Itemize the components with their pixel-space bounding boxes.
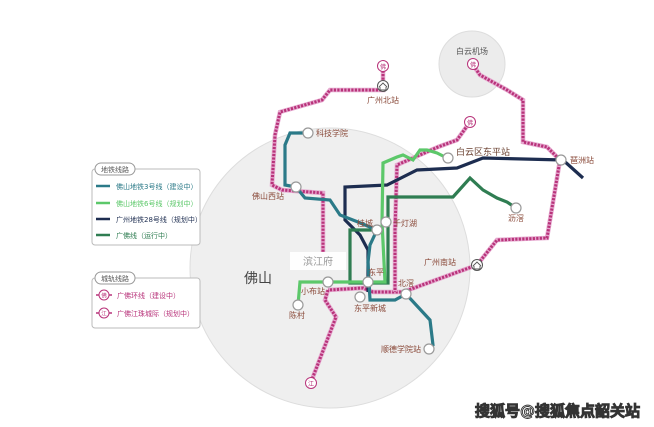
station-label: 白云区东平站 bbox=[456, 146, 510, 158]
line-3 bbox=[283, 131, 435, 351]
fo-icon: 佛 bbox=[467, 58, 479, 70]
svg-text:城轨线路: 城轨线路 bbox=[101, 274, 129, 283]
svg-text:佛: 佛 bbox=[470, 61, 476, 69]
svg-text:佛: 佛 bbox=[380, 63, 386, 71]
station-label: 东平新城 bbox=[354, 303, 386, 313]
line-28 bbox=[343, 156, 585, 292]
railway-station-icon bbox=[377, 80, 389, 92]
watermark: 搜狐号@搜狐焦点韶关站 bbox=[475, 402, 640, 420]
guangfo-jiangzhu-line bbox=[308, 289, 339, 383]
svg-text:地铁线路: 地铁线路 bbox=[101, 165, 129, 174]
fo-icon: 佛 bbox=[464, 116, 476, 128]
station-label: 佛山西站 bbox=[252, 191, 284, 201]
jiang-icon: 江 bbox=[305, 377, 317, 389]
legend-item: 广佛江珠城际（规划中） bbox=[117, 309, 194, 318]
legend-item: 广佛线（运行中） bbox=[116, 231, 172, 240]
station-label: 沥滘 bbox=[508, 214, 524, 223]
stations bbox=[290, 127, 567, 355]
project-logo-box bbox=[290, 252, 346, 270]
fo-icon: 佛 bbox=[377, 60, 389, 72]
railway-station-icon bbox=[471, 259, 483, 271]
station-label: 广州南站 bbox=[424, 257, 456, 267]
project-logo: 滨江府 bbox=[303, 255, 333, 268]
svg-text:江: 江 bbox=[308, 381, 314, 388]
station-label: 小布站 bbox=[301, 286, 325, 296]
legend-item: 广佛环线（建设中） bbox=[117, 291, 180, 300]
svg-text:佛: 佛 bbox=[101, 292, 107, 300]
svg-text:江: 江 bbox=[101, 311, 107, 318]
station-label: 琶洲站 bbox=[570, 155, 594, 165]
station-label: 东平 bbox=[368, 267, 384, 277]
station-label: 广州北站 bbox=[367, 95, 399, 105]
station-label: 顺德学院站 bbox=[381, 344, 421, 354]
legend-item: 佛山地铁6号线（规划中） bbox=[116, 199, 197, 208]
airport-label: 白云机场 bbox=[456, 46, 488, 56]
foshan-label: 佛山 bbox=[244, 271, 272, 287]
legend-intercity: 城轨线路 佛 广佛环线（建设中） 江 广佛江珠城际（规划中） bbox=[91, 271, 201, 329]
guangfo-line bbox=[348, 175, 517, 285]
legend-metro: 地铁线路 佛山地铁3号线（建设中） 佛山地铁6号线（规划中） 广州地铁28号线（… bbox=[91, 162, 202, 246]
svg-text:佛: 佛 bbox=[467, 119, 473, 127]
station-label: 千灯湖 bbox=[393, 218, 417, 228]
legend-item: 佛山地铁3号线（建设中） bbox=[116, 182, 197, 191]
legend-item: 广州地铁28号线（规划中） bbox=[116, 215, 202, 224]
station-label: 桂城 bbox=[357, 218, 373, 228]
station-label: 陈村 bbox=[289, 310, 305, 320]
station-label: 北滘 bbox=[398, 279, 414, 288]
station-label: 科技学院 bbox=[316, 128, 348, 138]
